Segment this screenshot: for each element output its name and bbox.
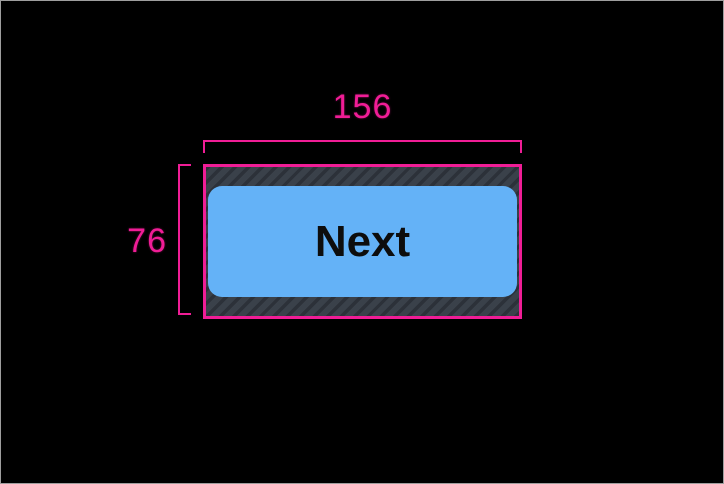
height-measurement-bracket xyxy=(178,164,191,315)
width-measurement-label: 156 xyxy=(332,88,393,126)
height-measurement-label: 76 xyxy=(127,222,167,260)
selected-widget-outline: Next xyxy=(203,164,522,319)
width-measurement-bracket xyxy=(203,140,522,153)
next-button[interactable]: Next xyxy=(208,186,517,297)
